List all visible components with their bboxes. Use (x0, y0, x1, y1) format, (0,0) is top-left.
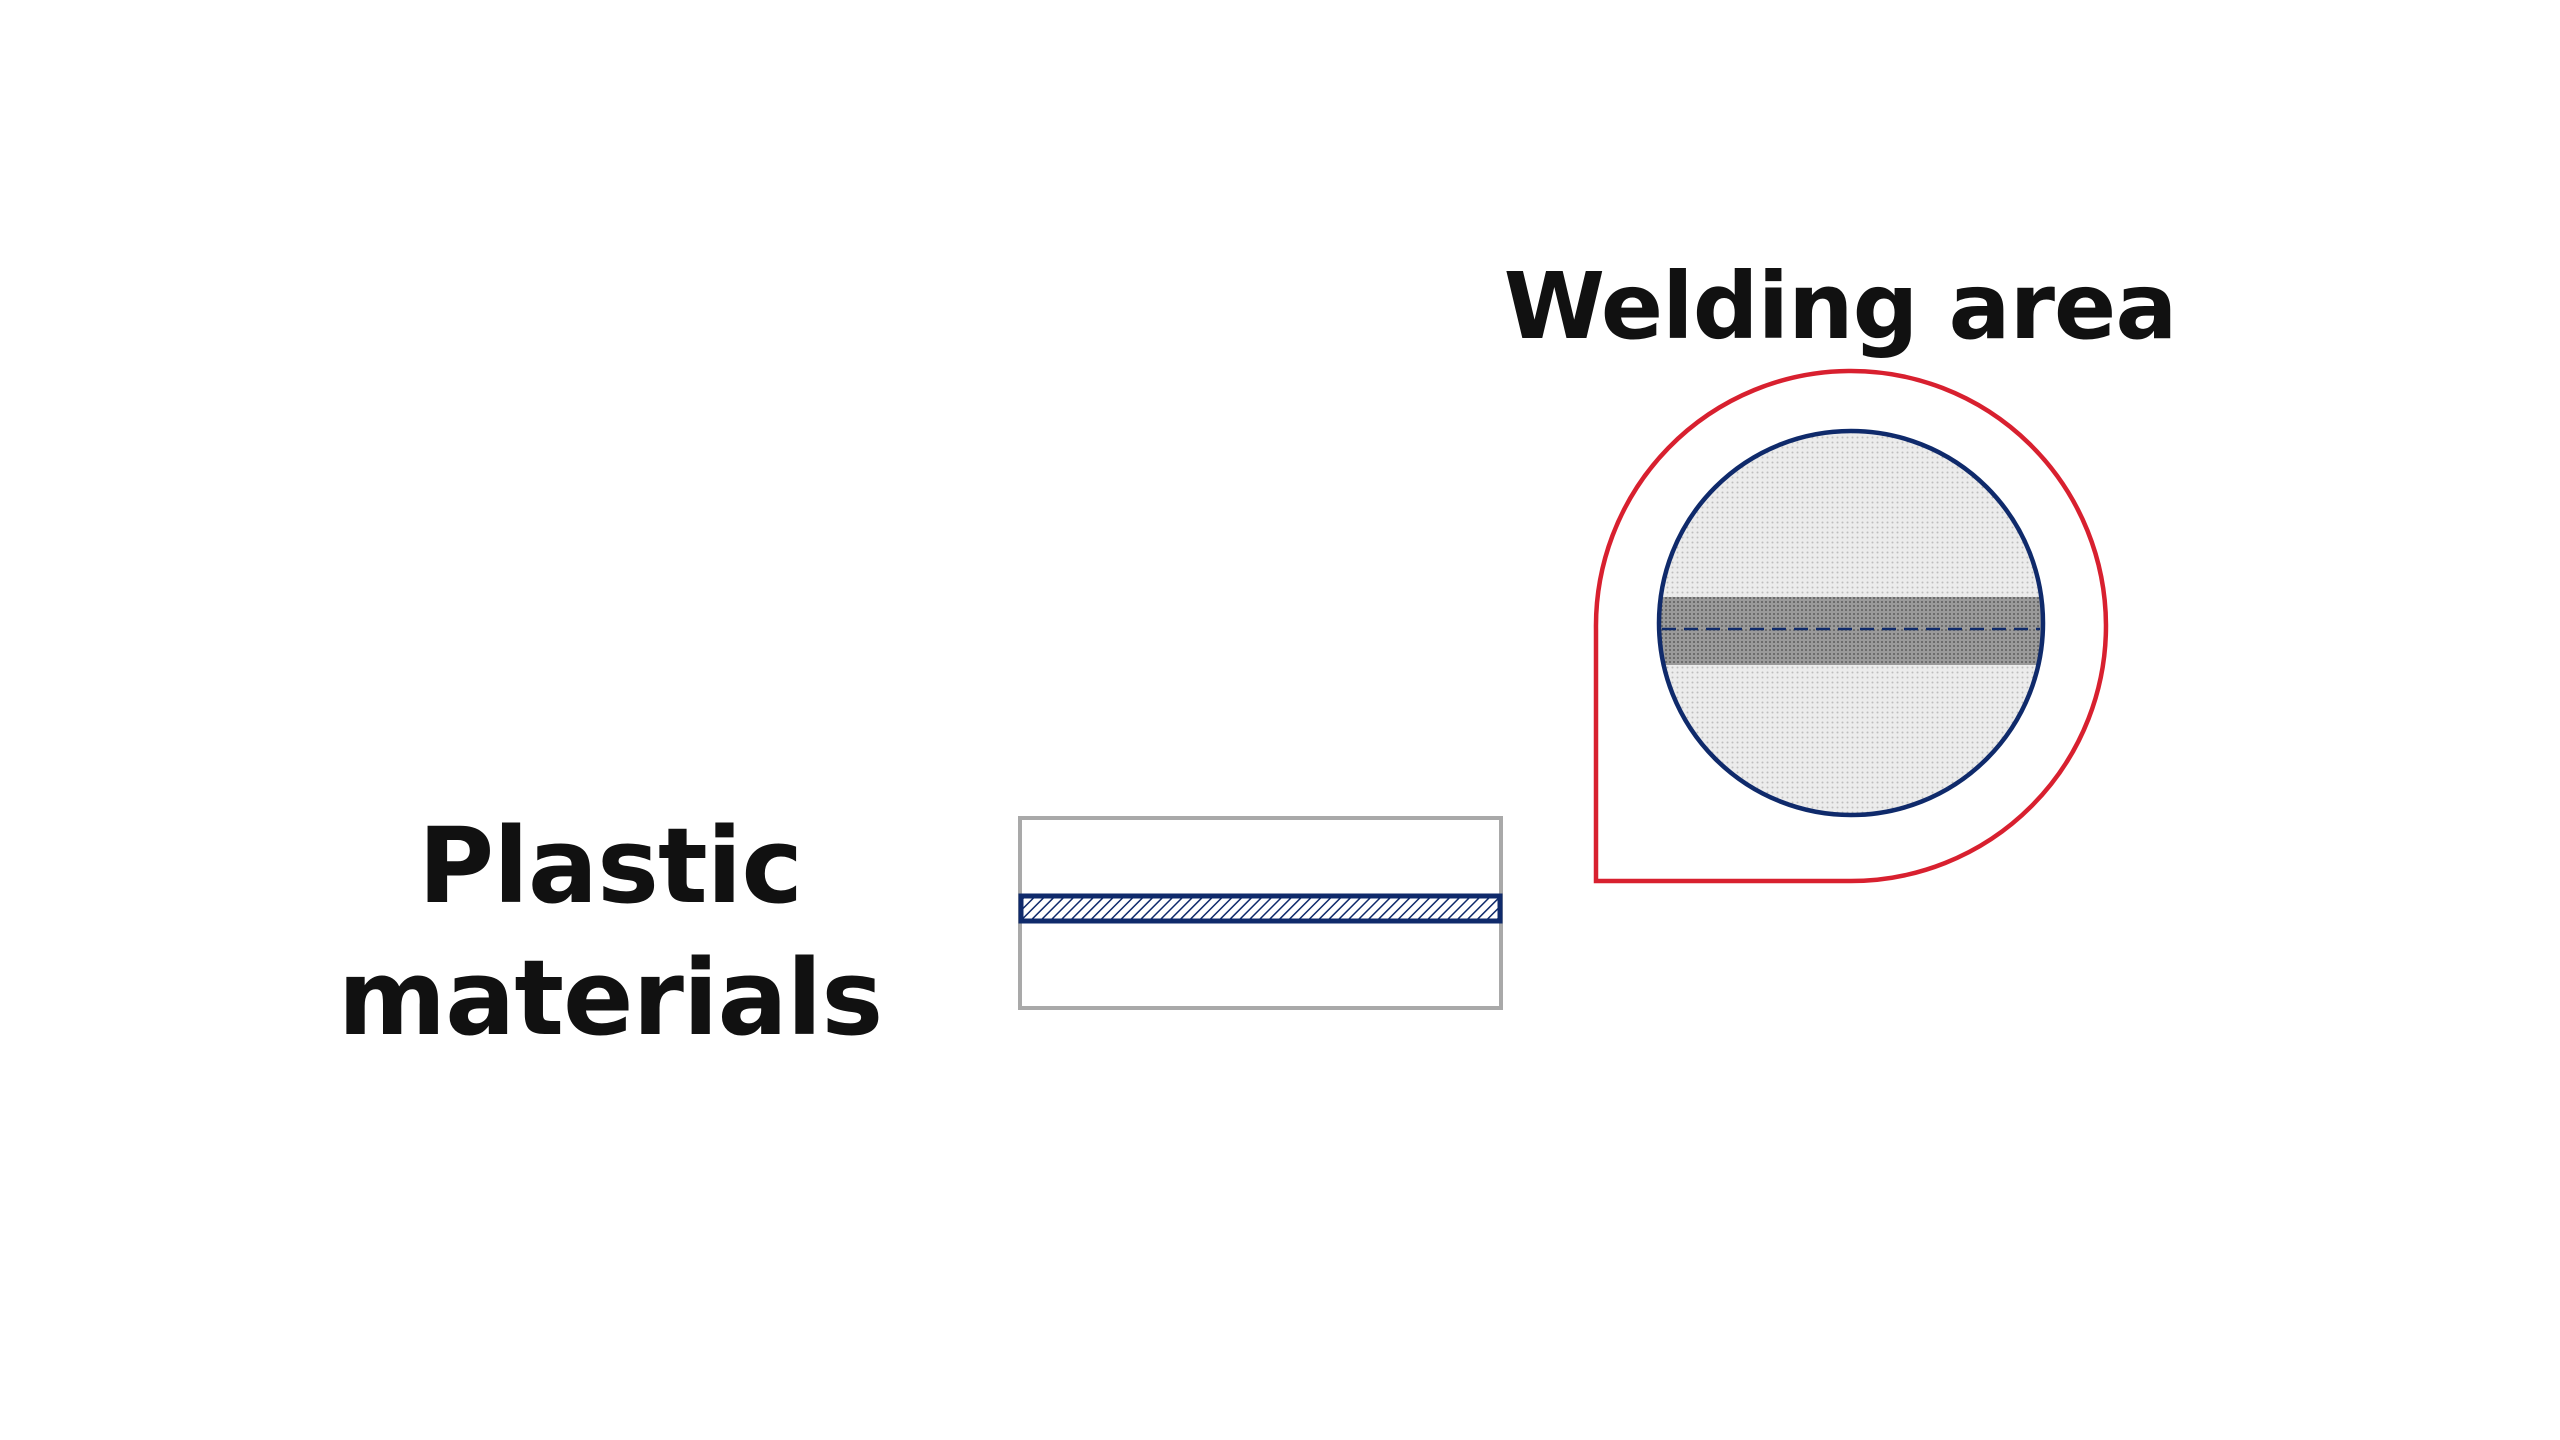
magnifier-circle-outline (1656, 428, 2046, 818)
weld-seam-hatched (1018, 893, 1503, 924)
weld-zone-band (1659, 597, 2043, 665)
magnified-weld-view (1656, 428, 2046, 818)
plastic-label-line1: Plastic (418, 805, 803, 927)
plastic-plates (1018, 816, 1503, 1010)
plastic-materials-label: Plastic materials (300, 800, 920, 1064)
welding-area-label: Welding area (1503, 253, 2178, 360)
plastic-label-line2: materials (337, 937, 883, 1059)
